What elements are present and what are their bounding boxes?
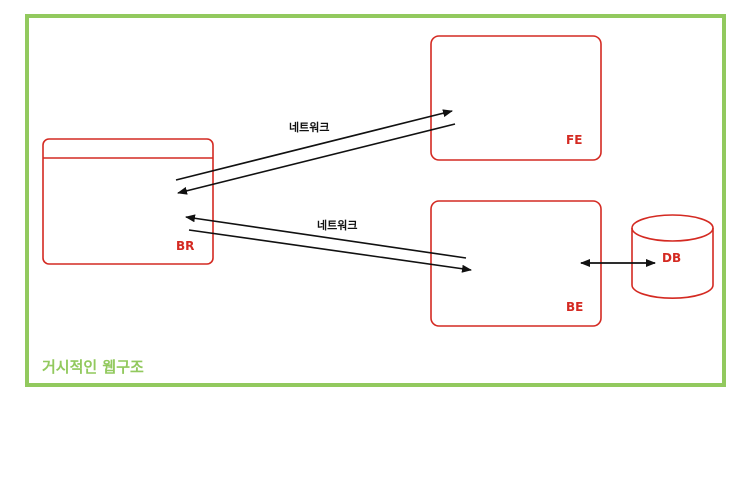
backend-node: BE [430, 200, 602, 327]
arrow-browser-to-frontend [175, 109, 453, 181]
database-cylinder-body [631, 228, 714, 299]
database-node: DB [631, 214, 714, 299]
frontend-box [430, 35, 602, 161]
frame-title: 거시적인 웹구조 [42, 358, 144, 376]
arrow-frontend-to-browser [177, 123, 456, 195]
arrow-browser-to-backend [188, 229, 472, 273]
browser-frontend-connection: 네트워크 [175, 109, 456, 195]
browser-window-box [42, 138, 214, 265]
browser-backend-connection: 네트워크 [185, 214, 472, 273]
network-label-top: 네트워크 [289, 120, 329, 134]
database-cylinder-top [631, 214, 714, 242]
database-label: DB [662, 251, 681, 265]
browser-label: BR [176, 239, 194, 253]
frontend-node: FE [430, 35, 602, 161]
backend-label: BE [566, 300, 583, 314]
network-label-bottom: 네트워크 [317, 218, 357, 232]
frontend-label: FE [566, 133, 582, 147]
browser-node: BR [42, 138, 214, 265]
arrow-backend-to-browser [185, 214, 467, 259]
web-structure-frame [25, 14, 726, 387]
